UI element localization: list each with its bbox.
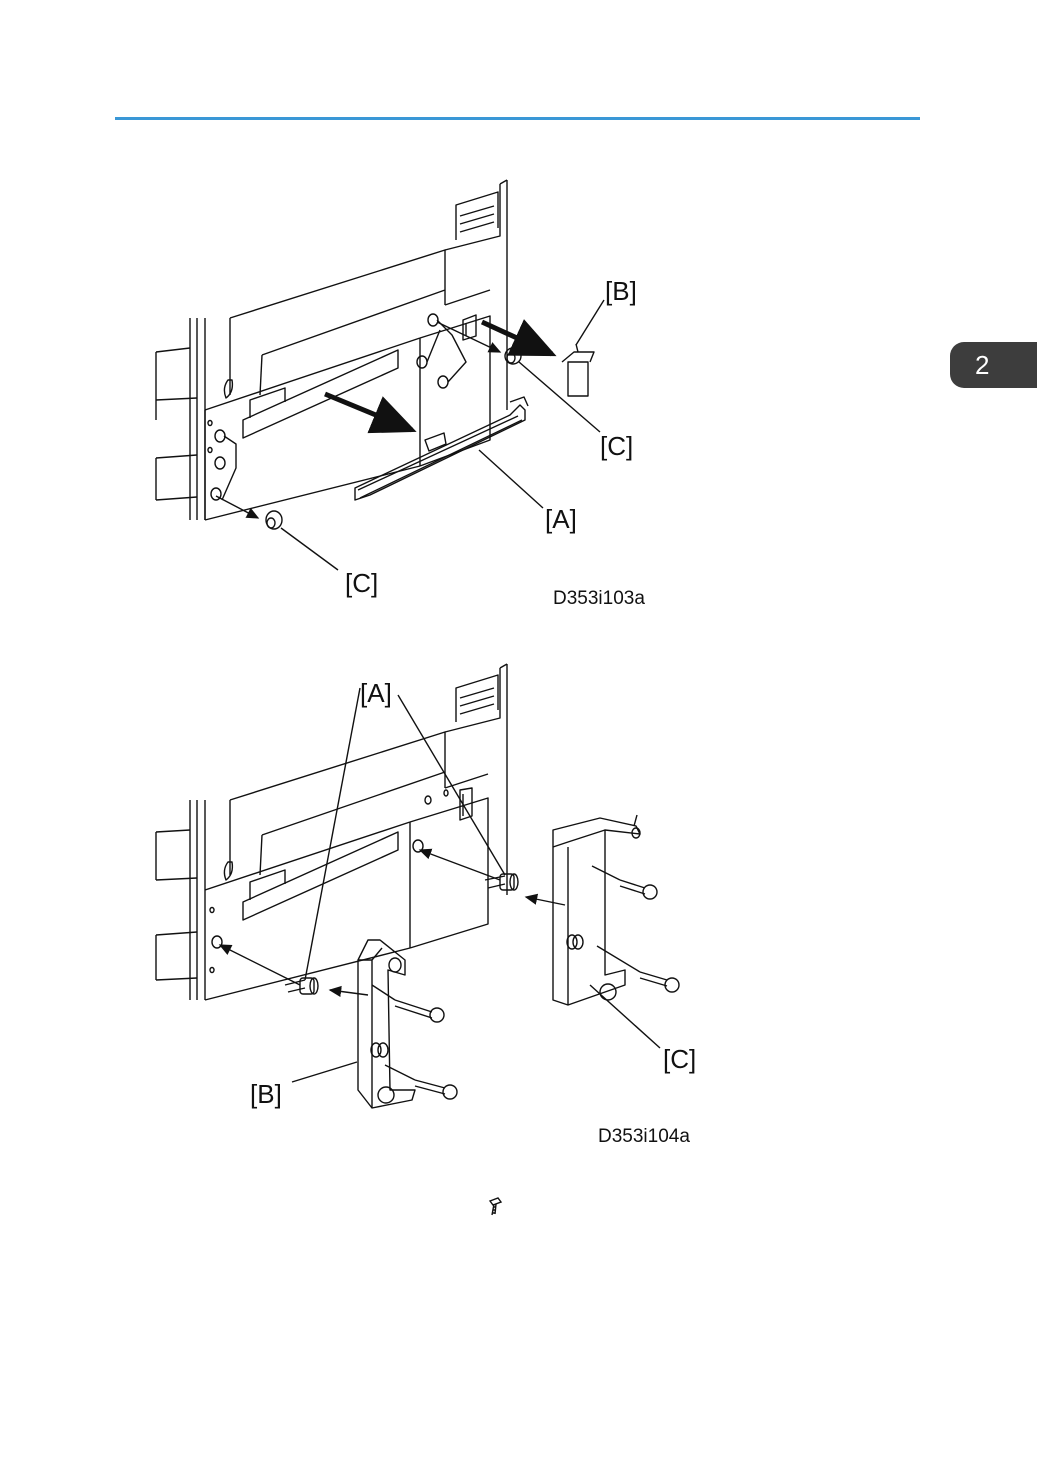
figure-1-illustration: [B] [C] [A] [C] D353i103a [0,170,1037,615]
callout-b: [B] [250,1079,282,1109]
figure-code: D353i103a [553,588,645,609]
header-rule [115,117,920,120]
callout-c-right: [C] [600,431,633,461]
callout-a: [A] [360,678,392,708]
figure-2-illustration: [A] [C] [B] D353i104a [0,655,1037,1155]
callout-b: [B] [605,276,637,306]
callout-c: [C] [663,1044,696,1074]
callout-a: [A] [545,504,577,534]
figure-code: D353i104a [598,1126,690,1147]
callout-c-left: [C] [345,568,378,598]
screw-icon [487,1197,503,1217]
